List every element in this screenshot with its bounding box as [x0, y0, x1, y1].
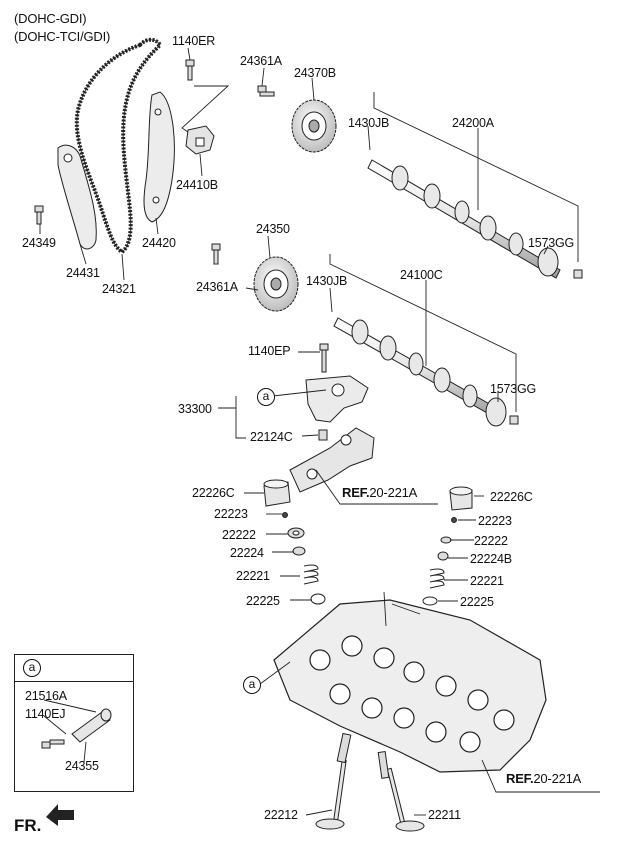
- part-1140ep[interactable]: 1140EP: [248, 344, 291, 358]
- valve-guides: [336, 732, 390, 779]
- part-24431[interactable]: 24431: [66, 266, 100, 280]
- part-22226c-right[interactable]: 22226C: [490, 490, 533, 504]
- part-22223-left[interactable]: 22223: [214, 507, 248, 521]
- part-24420[interactable]: 24420: [142, 236, 176, 250]
- oil-control-valve-24355: [41, 708, 112, 749]
- part-22226c-left[interactable]: 22226C: [192, 486, 235, 500]
- part-1430jb-mid[interactable]: 1430JB: [306, 274, 348, 288]
- part-24321[interactable]: 24321: [102, 282, 136, 296]
- part-1430jb-top[interactable]: 1430JB: [348, 116, 390, 130]
- cam-cap: [289, 427, 375, 493]
- camshaft-24100c: [333, 317, 507, 427]
- ref-lower-code: 20-221A: [533, 771, 582, 786]
- part-24361a-top[interactable]: 24361A: [240, 54, 282, 68]
- fuel-pump-bracket-33300: [305, 375, 369, 423]
- inset-divider: [15, 681, 133, 682]
- part-24361a-mid[interactable]: 24361A: [196, 280, 238, 294]
- part-22211[interactable]: 22211: [428, 808, 461, 822]
- chain-tensioner: [185, 125, 215, 155]
- bolt-1140er: [185, 59, 195, 81]
- part-22223-right[interactable]: 22223: [478, 514, 512, 528]
- part-24370b[interactable]: 24370B: [294, 66, 336, 80]
- valve-parts-right: [422, 486, 473, 606]
- bolt-24349: [34, 205, 44, 225]
- bolt-24361a-mid: [211, 243, 221, 265]
- leader-lines: [39, 47, 600, 816]
- part-24355[interactable]: 24355: [65, 759, 99, 773]
- detail-inset-a: a 21516A 1140EJ 24355: [14, 654, 134, 792]
- chain-guide: [143, 91, 175, 223]
- header-line-1: (DOHC-GDI): [14, 11, 87, 26]
- part-1573gg-mid[interactable]: 1573GG: [490, 382, 537, 396]
- callout-a-main: a: [257, 388, 275, 406]
- part-22225-right[interactable]: 22225: [460, 595, 494, 609]
- ref-link-upper[interactable]: REF.20-221A: [342, 486, 417, 500]
- part-24350[interactable]: 24350: [256, 222, 290, 236]
- cam-sprocket-24370b: [291, 99, 337, 153]
- part-22221-right[interactable]: 22221: [470, 574, 504, 588]
- valve-22211: [386, 767, 425, 832]
- part-22222-left[interactable]: 22222: [222, 528, 256, 542]
- part-22224[interactable]: 22224: [230, 546, 264, 560]
- part-22225-left[interactable]: 22225: [246, 594, 280, 608]
- ref-lower-prefix: REF.: [506, 771, 534, 786]
- part-24410b[interactable]: 24410B: [176, 178, 218, 192]
- part-22124c[interactable]: 22124C: [250, 430, 293, 444]
- callout-a-head: a: [243, 676, 261, 694]
- header-line-2: (DOHC-TCI/GDI): [14, 29, 111, 44]
- part-33300[interactable]: 33300: [178, 402, 212, 416]
- part-24200a[interactable]: 24200A: [452, 116, 494, 130]
- valve-parts-left: [263, 479, 326, 605]
- part-24100c[interactable]: 24100C: [400, 268, 443, 282]
- fitting-22124c: [318, 429, 328, 441]
- part-22212[interactable]: 22212: [264, 808, 298, 822]
- plug-1573gg-mid: [509, 415, 519, 425]
- part-22221-left[interactable]: 22221: [236, 569, 270, 583]
- valve-22212: [315, 759, 347, 830]
- part-22224b[interactable]: 22224B: [470, 552, 512, 566]
- front-label: FR.: [14, 816, 42, 835]
- bolt-1140ep: [319, 343, 329, 373]
- part-24349[interactable]: 24349: [22, 236, 56, 250]
- cam-sprocket-24350: [253, 256, 299, 312]
- part-21516a[interactable]: 21516A: [25, 689, 67, 703]
- ref-upper-code: 20-221A: [369, 485, 418, 500]
- camshaft-24200a: [367, 159, 561, 279]
- front-direction-arrow-icon: [46, 804, 74, 826]
- tensioner-arm: [57, 144, 97, 250]
- part-1573gg-top[interactable]: 1573GG: [528, 236, 575, 250]
- bolt-24361a-top: [257, 85, 275, 97]
- cylinder-head: [273, 599, 547, 773]
- timing-chain: [74, 37, 163, 255]
- callout-a-inset: a: [23, 659, 41, 677]
- plug-1573gg-top: [573, 269, 583, 279]
- ref-upper-prefix: REF.: [342, 485, 370, 500]
- part-22222-right[interactable]: 22222: [474, 534, 508, 548]
- part-1140ej[interactable]: 1140EJ: [25, 707, 66, 721]
- part-1140er[interactable]: 1140ER: [172, 34, 216, 48]
- ref-link-lower[interactable]: REF.20-221A: [506, 772, 581, 786]
